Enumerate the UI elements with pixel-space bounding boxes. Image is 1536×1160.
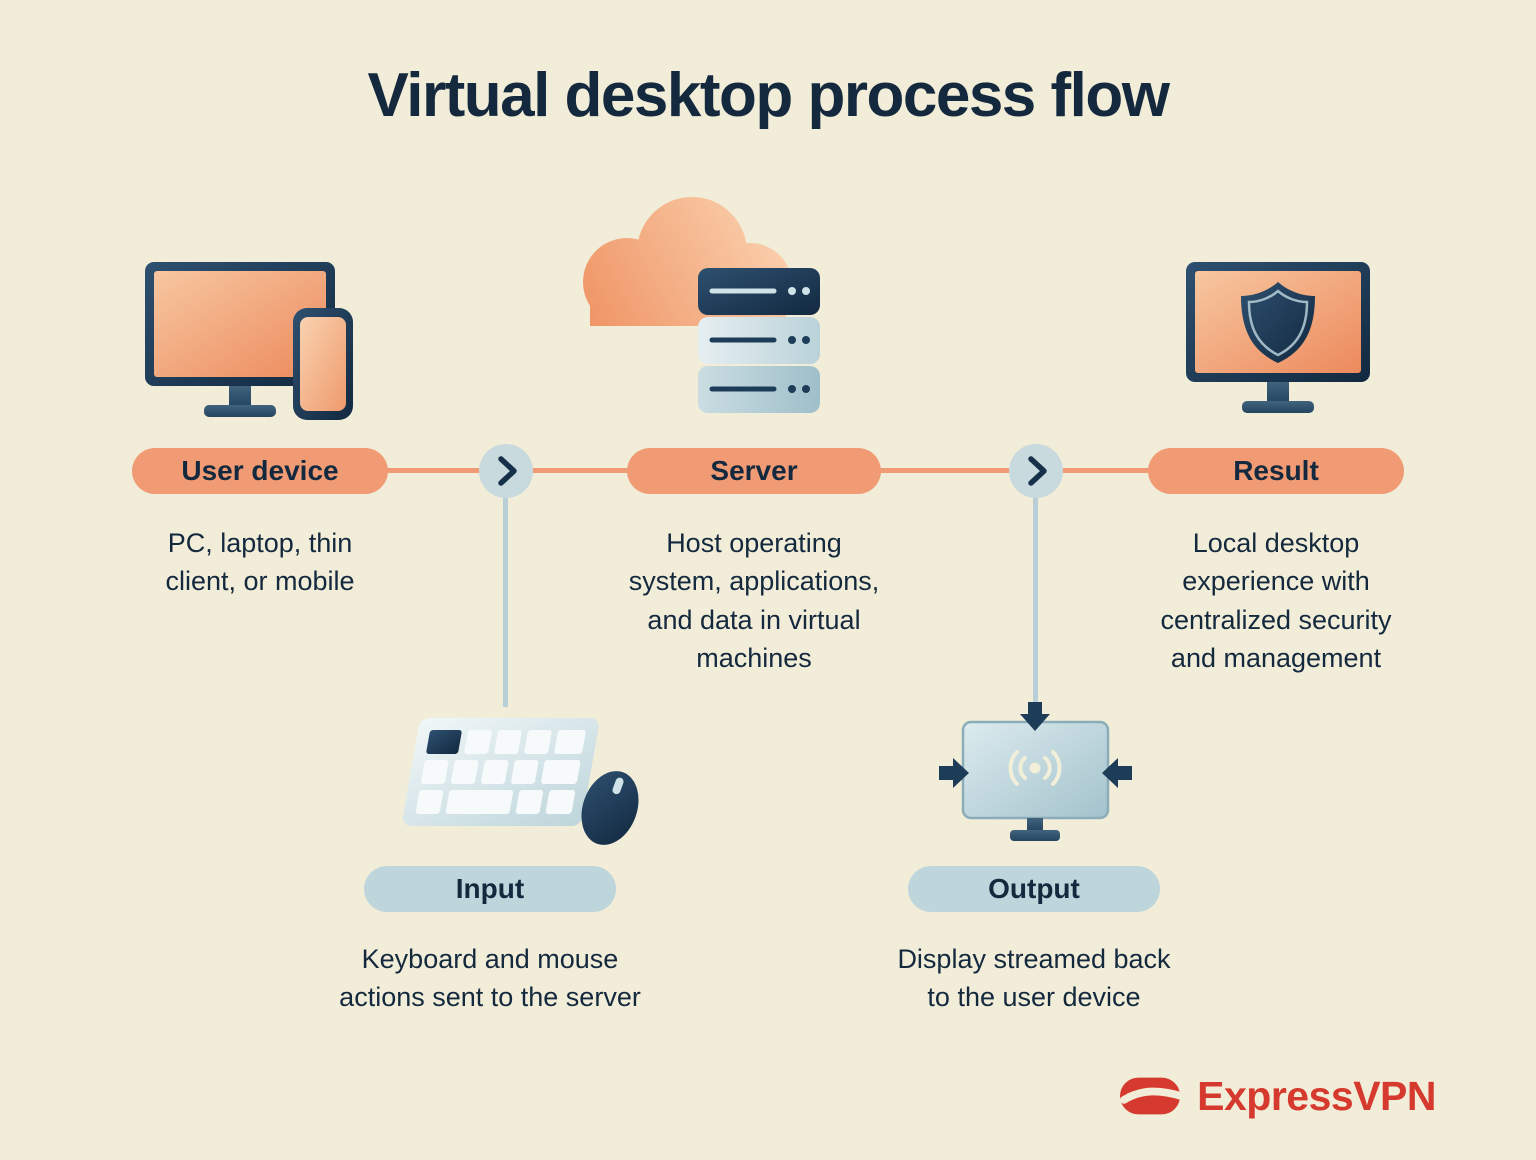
page-title: Virtual desktop process flow [367,61,1170,130]
shield-monitor-icon [1186,262,1370,420]
chevron-right-icon [479,444,533,498]
node-pill-server: Server [627,448,881,494]
input-branch-connector-line [503,495,508,707]
node-pill-output: Output [908,866,1160,912]
node-description-result: Local desktop experience with centralize… [1160,528,1392,673]
output-branch-connector-line [1033,495,1038,705]
node-description-output: Display streamed back to the user device [897,944,1171,1013]
keyboard-mouse-icon [398,708,648,853]
node-description-user-device: PC, laptop, thin client, or mobile [165,528,355,597]
node-description-server: Host operating system, applications, and… [628,528,880,673]
node-pill-user-device: User device [132,448,388,494]
brand-wordmark: ExpressVPN [1197,1072,1436,1119]
streaming-monitor-icon [933,702,1138,852]
cloud-server-icon [570,190,835,425]
expressvpn-logo-icon [1120,1072,1189,1120]
node-pill-result: Result [1148,448,1404,494]
node-pill-input: Input [364,866,616,912]
monitor-phone-icon [145,262,357,420]
brand-logo: ExpressVPN [1120,1072,1436,1120]
chevron-right-icon [1009,444,1063,498]
node-description-input: Keyboard and mouse actions sent to the s… [339,944,641,1013]
